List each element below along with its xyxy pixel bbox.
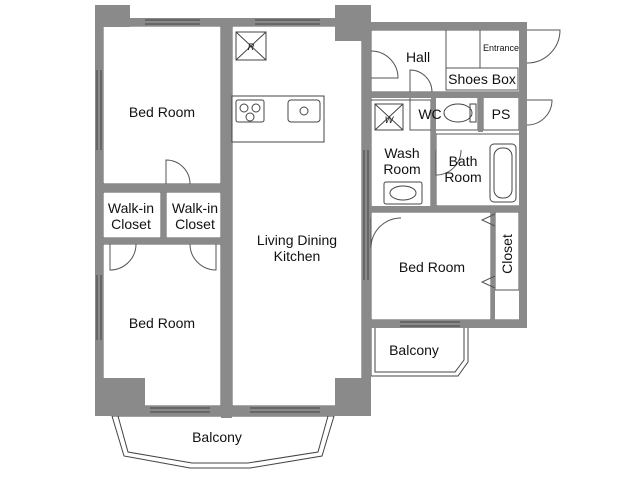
- balcony-right-label: Balcony: [389, 342, 439, 358]
- refrigerator-mark: R: [248, 42, 255, 52]
- windows: [96, 19, 460, 413]
- wash-room-label-line2: Room: [383, 161, 420, 177]
- bedroom-right-label: Bed Room: [399, 259, 465, 275]
- closet-label: Closet: [499, 234, 515, 274]
- wash-basin: [383, 181, 423, 205]
- ldk-label-line2: Kitchen: [274, 248, 321, 264]
- wc-label: WC: [418, 106, 441, 122]
- bathtub: [489, 143, 517, 203]
- wash-room-label-line1: Wash: [384, 145, 419, 161]
- kitchen-counter: [231, 95, 325, 143]
- exterior-walls: [95, 5, 527, 418]
- washing-machine-space: W: [374, 103, 404, 131]
- walkin-closet-1-label-line2: Closet: [111, 216, 151, 232]
- entrance-label: Entrance: [483, 43, 519, 53]
- bedroom-bottom-left-label: Bed Room: [129, 315, 195, 331]
- bath-room-label-line2: Room: [444, 169, 481, 185]
- doors: [109, 29, 561, 289]
- shoes-box-label: Shoes Box: [448, 71, 516, 87]
- walkin-closet-1-label-line1: Walk-in: [108, 200, 154, 216]
- bath-room-label-line1: Bath: [449, 153, 478, 169]
- hall-label: Hall: [406, 49, 430, 65]
- ldk-label-line1: Living Dining: [257, 232, 337, 248]
- bedroom-top-left-label: Bed Room: [129, 104, 195, 120]
- ps-label: PS: [492, 106, 511, 122]
- walkin-closet-2-label-line2: Closet: [175, 216, 215, 232]
- balcony-bottom-label: Balcony: [192, 429, 242, 445]
- refrigerator-space: R: [235, 31, 267, 61]
- washer-mark: W: [385, 115, 395, 125]
- toilet: [443, 103, 477, 123]
- walkin-closet-2-label-line1: Walk-in: [172, 200, 218, 216]
